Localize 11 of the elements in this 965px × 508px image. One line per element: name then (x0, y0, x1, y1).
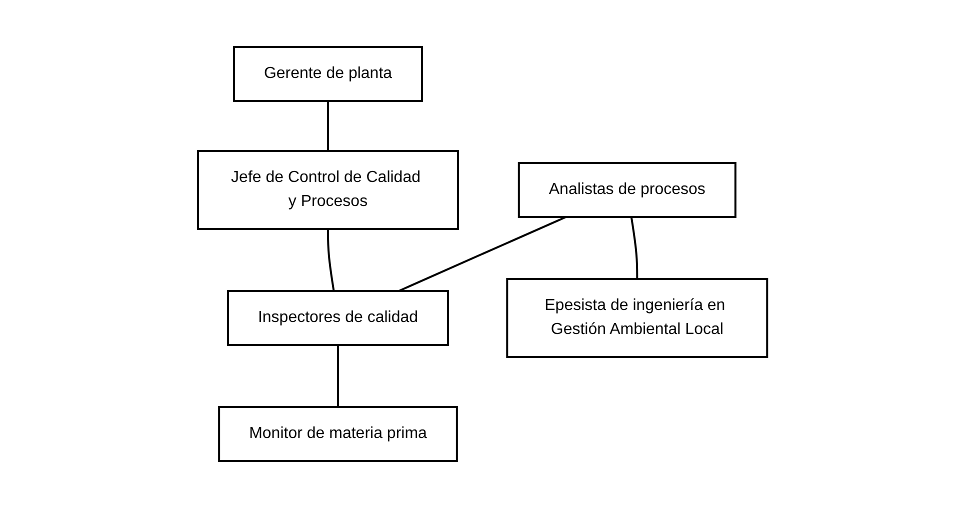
node-box: Epesista de ingeniería en Gestión Ambiental Local (506, 278, 768, 358)
connector (630, 216, 638, 279)
node-box: Monitor de materia prima (218, 406, 458, 462)
connector (336, 345, 339, 407)
node-box: Gerente de planta (232, 46, 423, 102)
connector (398, 216, 566, 292)
node-box: Analistas de procesos (518, 162, 736, 218)
connector (326, 101, 329, 151)
node-box: Jefe de Control de Calidad y Procesos (196, 150, 459, 230)
connector (326, 229, 335, 292)
node-box: Inspectores de calidad (226, 290, 449, 346)
